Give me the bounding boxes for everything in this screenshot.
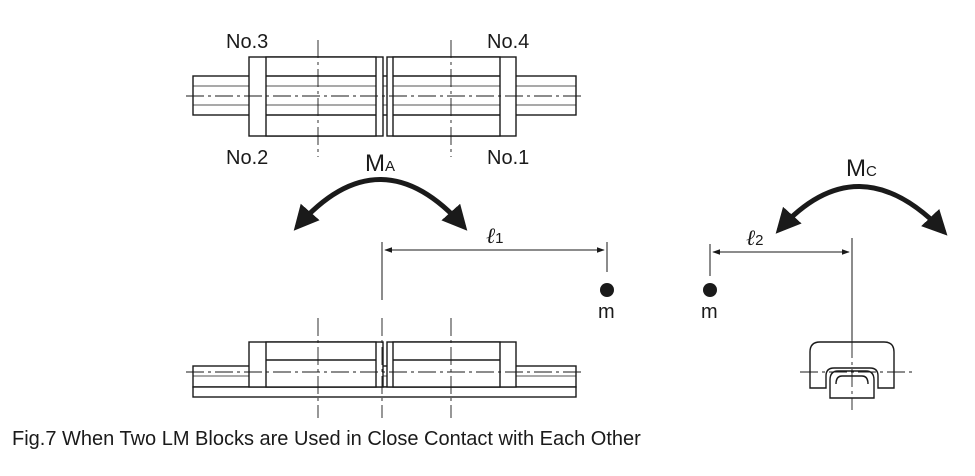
distance-l2-dimension — [709, 238, 853, 340]
moment-a-arrow — [293, 177, 468, 231]
label-no1: No.1 — [487, 147, 529, 169]
moment-c-label: MC — [846, 155, 877, 182]
top-view — [186, 40, 584, 157]
mass-left-label: m — [598, 301, 615, 323]
mass-point-right — [703, 283, 717, 297]
distance-l1-label: ℓ1 — [486, 223, 504, 248]
label-no4: No.4 — [487, 31, 529, 53]
side-view — [186, 318, 584, 418]
label-no3: No.3 — [226, 31, 268, 53]
figure-caption: Fig.7 When Two LM Blocks are Used in Clo… — [12, 428, 641, 450]
distance-l2-label: ℓ2 — [746, 225, 764, 250]
distance-l1-dimension — [381, 242, 608, 300]
label-no2: No.2 — [226, 147, 268, 169]
moment-a-label: MA — [365, 150, 395, 177]
mass-right-label: m — [701, 301, 718, 323]
moment-c-arrow — [775, 184, 948, 236]
mass-point-left — [600, 283, 614, 297]
end-view — [800, 340, 912, 410]
